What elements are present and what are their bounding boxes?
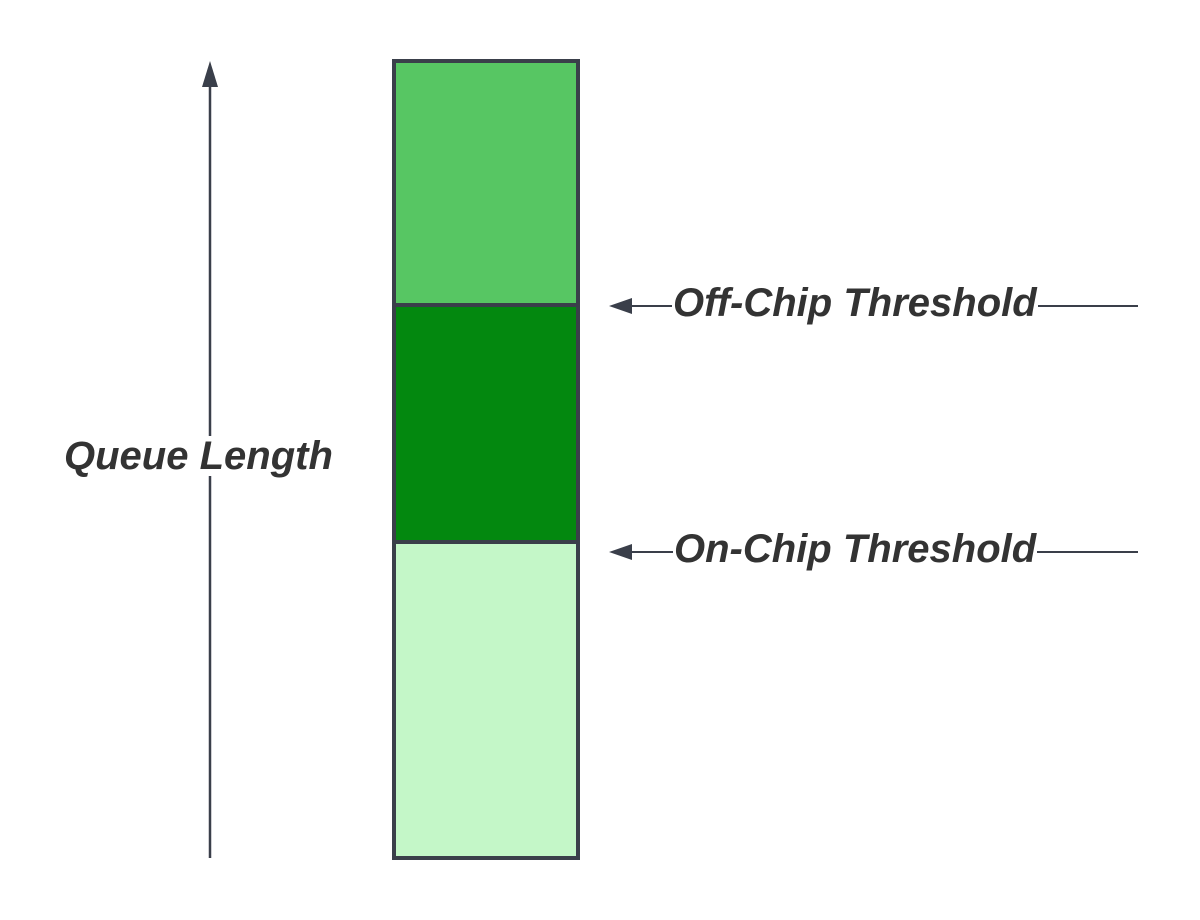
queue-bar bbox=[392, 59, 580, 860]
off-chip-threshold-label: Off-Chip Threshold bbox=[672, 281, 1038, 325]
queue-length-label: Queue Length bbox=[62, 434, 335, 478]
on-chip-threshold-label: On-Chip Threshold bbox=[673, 527, 1038, 571]
segment-upper bbox=[394, 61, 578, 305]
segment-middle bbox=[394, 305, 578, 542]
segment-lower bbox=[394, 542, 578, 858]
